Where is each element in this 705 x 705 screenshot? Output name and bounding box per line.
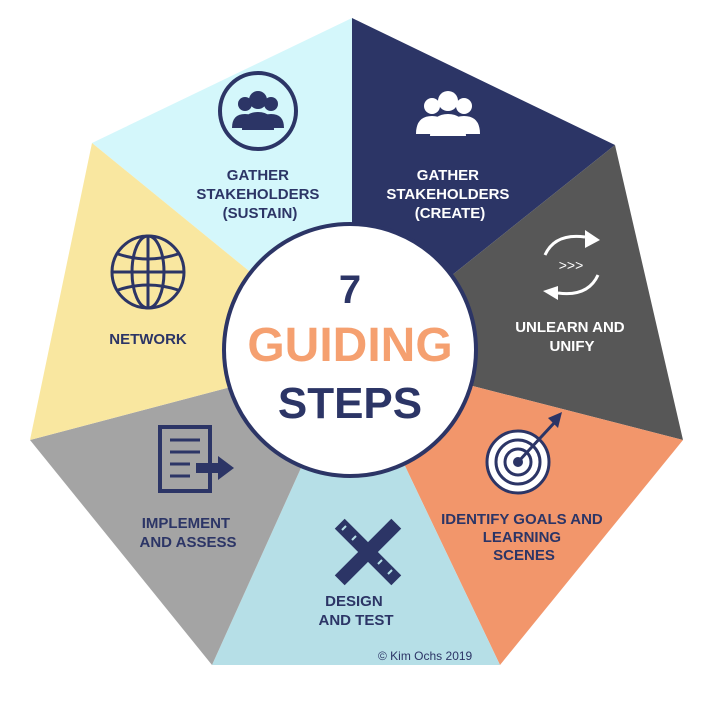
pencil-ruler-icon — [334, 518, 402, 586]
label-gather-sustain: GATHER STAKEHOLDERS (SUSTAIN) — [196, 167, 323, 222]
target-icon — [485, 412, 562, 495]
group-icon — [218, 71, 298, 151]
cycle-arrows-icon: >>> — [543, 230, 600, 300]
document-arrow-icon — [158, 425, 234, 493]
globe-icon — [110, 234, 186, 310]
label-design-test: DESIGN AND TEST — [319, 593, 394, 629]
svg-text:>>>: >>> — [559, 257, 584, 273]
center-title-guiding: GUIDING — [247, 319, 452, 372]
center-number: 7 — [339, 268, 361, 312]
label-network: NETWORK — [109, 331, 187, 348]
center-title-steps: STEPS — [278, 379, 422, 428]
segment-design-test — [212, 355, 500, 665]
center-circle — [222, 222, 478, 478]
copyright-text: © Kim Ochs 2019 — [378, 649, 473, 663]
label-unlearn-unify: UNLEARN AND UNIFY — [515, 319, 629, 355]
group-icon — [416, 91, 480, 136]
label-gather-create: GATHER STAKEHOLDERS (CREATE) — [386, 167, 513, 222]
label-identify-goals: IDENTIFY GOALS AND LEARNING SCENES — [441, 511, 607, 564]
label-implement-assess: IMPLEMENT AND ASSESS — [140, 515, 237, 551]
